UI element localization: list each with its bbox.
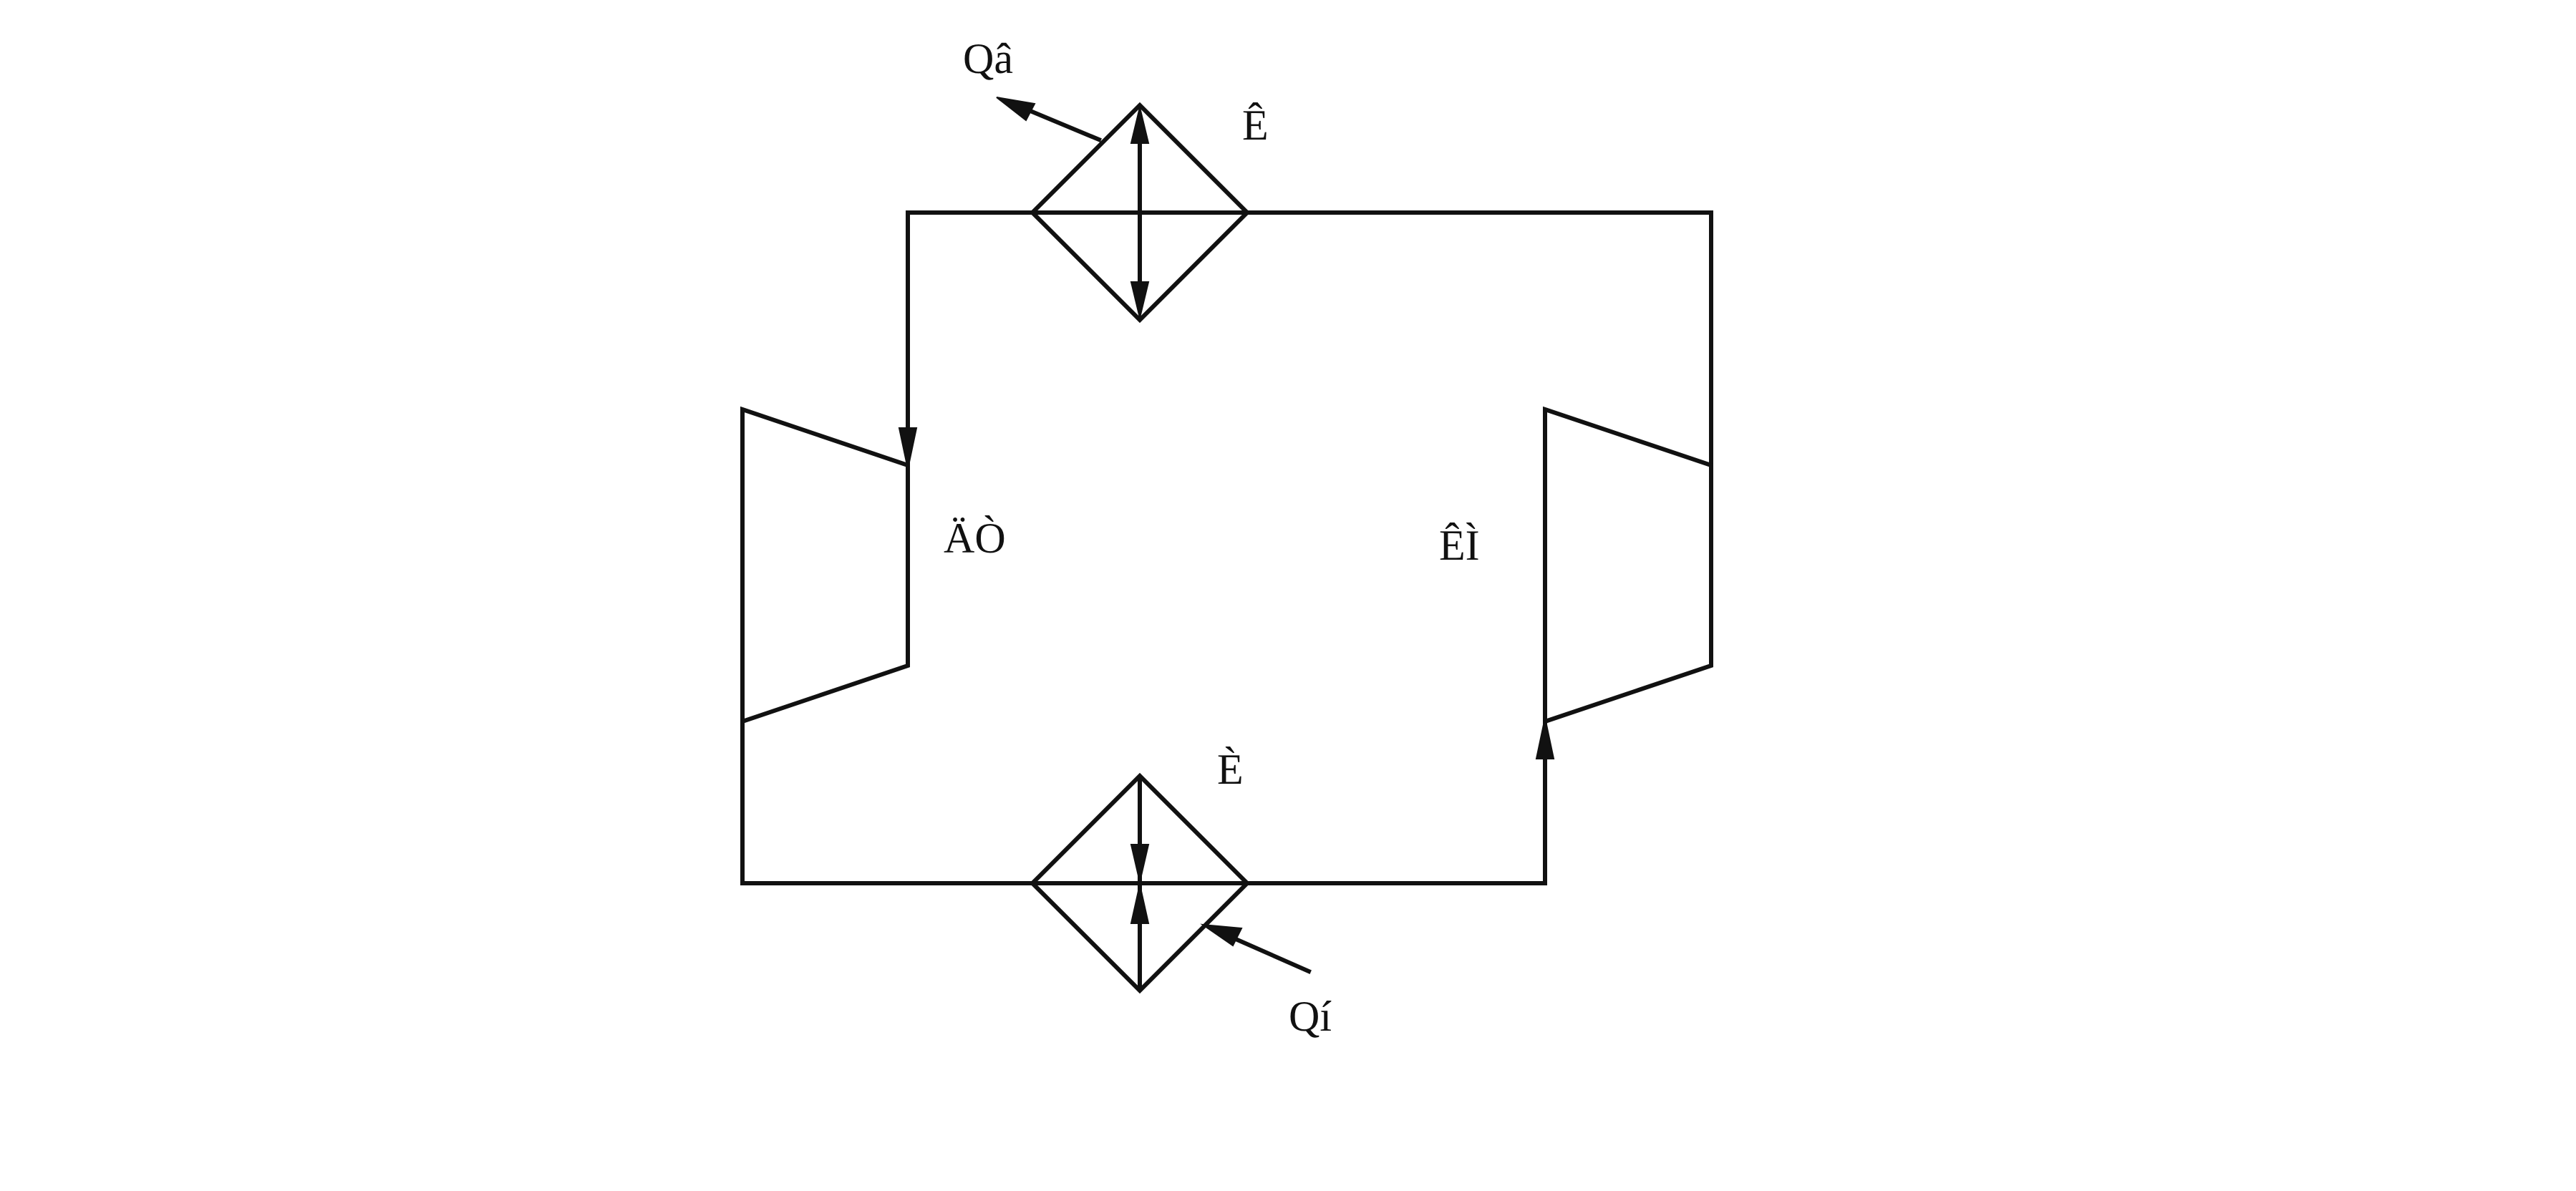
condenser-arrow-up [1130,107,1150,144]
pipe-top-right [1245,210,1713,467]
label-q-out: Qâ [963,35,1013,82]
evaporator-symbol [1029,772,1251,994]
heat-in-arrow [1200,923,1312,974]
expander-body [740,406,910,725]
condenser-symbol [1029,102,1251,324]
compressor-body [1543,406,1713,725]
pipe-top-left [906,210,1046,467]
label-expander: ÄÒ [944,515,1006,562]
compressor-symbol [1543,406,1713,725]
condenser-arrow-down [1130,281,1150,319]
heat-in-line [1221,931,1312,974]
flow-arrow-left-down [898,427,918,470]
pipe-bottom-left [740,646,1046,885]
evaporator-arrow-up [1130,884,1150,924]
label-evaporator: È [1217,746,1244,793]
label-condenser: Ê [1242,102,1269,149]
expander-symbol [740,406,910,725]
label-compressor: ÊÌ [1439,522,1480,569]
label-q-in: Qí [1289,993,1332,1040]
cycle-piping [740,210,1713,885]
evaporator-arrow-down [1130,844,1150,883]
pipe-bottom-right [1245,719,1547,885]
condenser-diamond [1029,102,1251,324]
flow-arrow-right-up [1535,717,1555,759]
heat-out-arrowhead [996,97,1036,122]
heat-in-arrowhead [1200,923,1243,947]
heat-out-arrow [996,97,1102,142]
